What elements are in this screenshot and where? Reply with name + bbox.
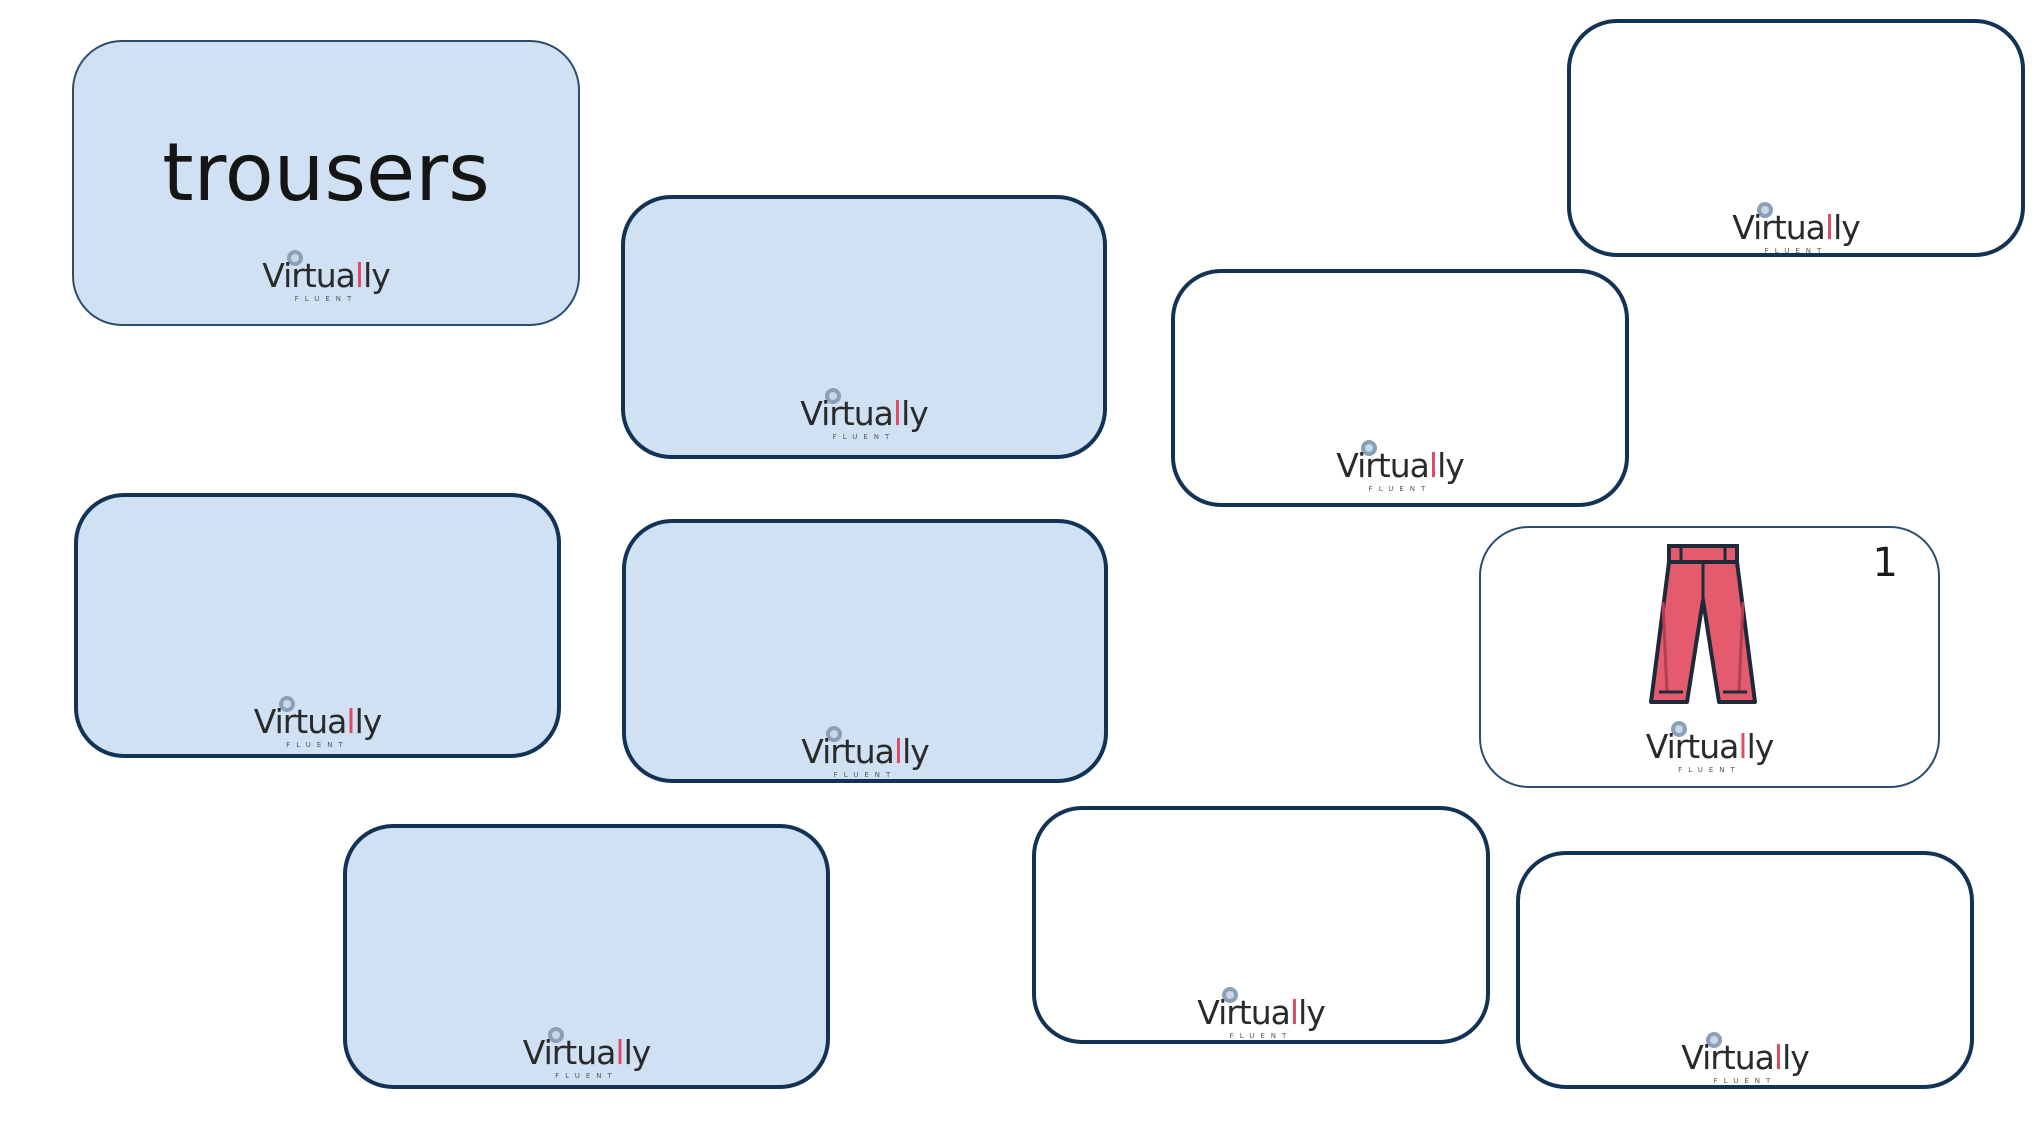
logo-tagline: FLUENT [833,771,897,779]
logo-tagline: FLUENT [294,295,358,303]
logo-wordmark: Virtually [1640,728,1780,766]
logo-wordmark: Virtually [256,257,396,295]
logo-tagline: FLUENT [1713,1077,1777,1085]
logo-mark-icon [287,250,303,266]
logo-tagline: FLUENT [555,1072,618,1080]
logo-wordmark-part: Virtua [801,732,895,771]
virtually-fluent-logo: Virtually FLUENT [1640,718,1780,778]
logo-wordmark-part: l [1738,727,1747,766]
trousers-icon [1649,544,1757,704]
logo-wordmark-part: Virtua [522,1033,617,1072]
logo-tagline: FLUENT [832,433,896,441]
logo-wordmark-part: ly [363,256,391,295]
virtually-fluent-logo: Virtually FLUENT [248,693,388,753]
logo-wordmark: Virtually [248,703,388,741]
logo-wordmark-part: l [1773,1038,1783,1077]
logo-wordmark: Virtually [1191,994,1331,1032]
logo-wordmark-part: Virtua [1645,727,1740,766]
logo-wordmark: Virtually [517,1034,657,1072]
card-trousers-word[interactable]: trousers Virtually FLUENT [72,40,580,326]
logo-tagline: FLUENT [1368,485,1432,493]
virtually-fluent-logo: Virtually FLUENT [1330,437,1470,497]
logo-tagline: FLUENT [1764,247,1828,255]
logo-wordmark-part: Virtua [1681,1038,1775,1077]
logo-wordmark-part: ly [1782,1038,1810,1077]
virtually-fluent-logo: Virtually FLUENT [1191,984,1331,1044]
logo-mark-icon [547,1027,564,1043]
logo-wordmark-part: l [1428,446,1438,485]
logo-wordmark-part: ly [1833,208,1861,247]
logo-mark-icon [1222,987,1238,1003]
logo-wordmark-part: Virtua [1197,993,1291,1032]
logo-wordmark: Virtually [794,395,934,433]
logo-mark-icon [825,388,841,404]
card-face-down[interactable]: Virtually FLUENT [621,195,1107,459]
logo-wordmark: Virtually [1726,209,1866,247]
logo-wordmark-part: ly [1437,446,1465,485]
logo-wordmark: Virtually [795,733,935,771]
logo-wordmark-part: ly [1746,727,1775,766]
logo-tagline: FLUENT [286,741,349,749]
logo-mark-icon [1757,202,1773,218]
card-face-down[interactable]: Virtually FLUENT [343,824,830,1089]
logo-wordmark-part: l [1824,208,1834,247]
card-face-down[interactable]: Virtually FLUENT [1032,806,1490,1044]
logo-wordmark-part: ly [901,394,929,433]
card-word-label: trousers [162,126,490,219]
logo-wordmark-part: Virtua [800,394,894,433]
card-face-down[interactable]: Virtually FLUENT [1516,851,1974,1089]
logo-wordmark-part: l [346,702,355,741]
logo-mark-icon [826,726,842,742]
card-number: 1 [1872,540,1898,586]
logo-wordmark-part: l [892,394,902,433]
logo-wordmark-part: l [893,732,903,771]
logo-wordmark-part: ly [1298,993,1326,1032]
card-face-down[interactable]: Virtually FLUENT [1567,19,2025,257]
logo-mark-icon [278,696,295,712]
logo-wordmark-part: l [354,256,364,295]
virtually-fluent-logo: Virtually FLUENT [517,1024,657,1084]
logo-wordmark-part: l [1289,993,1299,1032]
card-face-down[interactable]: Virtually FLUENT [1171,269,1629,507]
logo-wordmark: Virtually [1330,447,1470,485]
logo-wordmark-part: Virtua [1732,208,1826,247]
card-face-down[interactable]: Virtually FLUENT [74,493,561,758]
logo-wordmark-part: Virtua [253,702,348,741]
logo-wordmark-part: Virtua [262,256,356,295]
virtually-fluent-logo: Virtually FLUENT [256,247,396,307]
logo-mark-icon [1670,721,1687,737]
logo-wordmark-part: ly [902,732,930,771]
logo-wordmark-part: ly [623,1033,652,1072]
virtually-fluent-logo: Virtually FLUENT [1726,199,1866,259]
logo-mark-icon [1361,440,1377,456]
card-face-down[interactable]: Virtually FLUENT [622,519,1108,783]
virtually-fluent-logo: Virtually FLUENT [1675,1029,1815,1089]
virtually-fluent-logo: Virtually FLUENT [794,385,934,445]
virtually-fluent-logo: Virtually FLUENT [795,723,935,783]
logo-wordmark-part: Virtua [1336,446,1430,485]
logo-tagline: FLUENT [1678,766,1741,774]
logo-wordmark: Virtually [1675,1039,1815,1077]
card-trousers-picture[interactable]: 1 Virtually FLUENT [1479,526,1940,788]
logo-tagline: FLUENT [1229,1032,1293,1040]
logo-wordmark-part: l [615,1033,624,1072]
logo-wordmark-part: ly [354,702,383,741]
logo-mark-icon [1706,1032,1722,1048]
